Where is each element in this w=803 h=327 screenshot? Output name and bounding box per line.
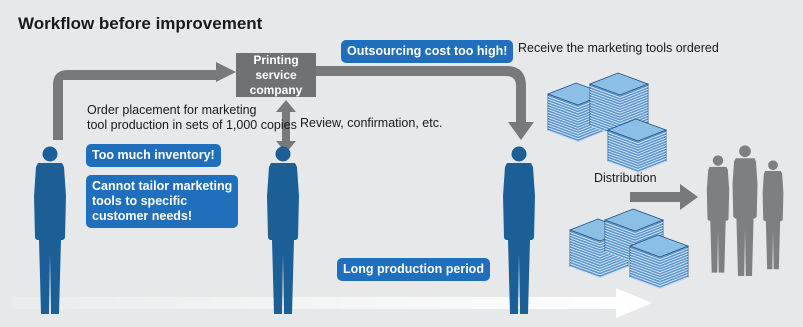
person-icon bbox=[503, 146, 535, 314]
production-period-callout: Long production period bbox=[337, 258, 490, 281]
receive-label: Receive the marketing tools ordered bbox=[518, 41, 719, 55]
diagram-title: Workflow before improvement bbox=[18, 14, 263, 33]
distribution-label: Distribution bbox=[594, 171, 657, 185]
order-placement-line2: tool production in sets of 1,000 copies bbox=[87, 118, 297, 132]
order-placement-label: Order placement for marketing tool produ… bbox=[87, 103, 297, 133]
tailor-callout: Cannot tailor marketing tools to specifi… bbox=[86, 175, 239, 228]
review-double-arrow bbox=[276, 100, 296, 153]
tailor-callout-line1: Cannot tailor marketing bbox=[92, 179, 233, 193]
production-timeline-arrow bbox=[12, 288, 652, 318]
tailor-callout-line2: tools to specific bbox=[92, 194, 188, 208]
person-icon bbox=[267, 146, 299, 314]
printing-service-label-line2: company bbox=[249, 82, 303, 97]
document-stack-icon bbox=[629, 234, 689, 289]
person-icon bbox=[34, 146, 66, 314]
order-placement-line1: Order placement for marketing bbox=[87, 103, 257, 117]
printing-service-label-line1: Printing service bbox=[253, 52, 299, 82]
document-stack-icon bbox=[607, 118, 667, 173]
flow-arrow-to-receiver bbox=[316, 66, 534, 140]
outsourcing-cost-callout: Outsourcing cost too high! bbox=[341, 40, 514, 63]
distribution-arrow bbox=[630, 184, 698, 210]
group-of-people-icon bbox=[706, 145, 784, 277]
review-label: Review, confirmation, etc. bbox=[300, 116, 443, 130]
tailor-callout-line3: customer needs! bbox=[92, 209, 193, 223]
flow-arrow-to-printer bbox=[53, 62, 236, 140]
inventory-callout: Too much inventory! bbox=[86, 144, 221, 167]
printing-service-node: Printing service company bbox=[236, 53, 316, 97]
